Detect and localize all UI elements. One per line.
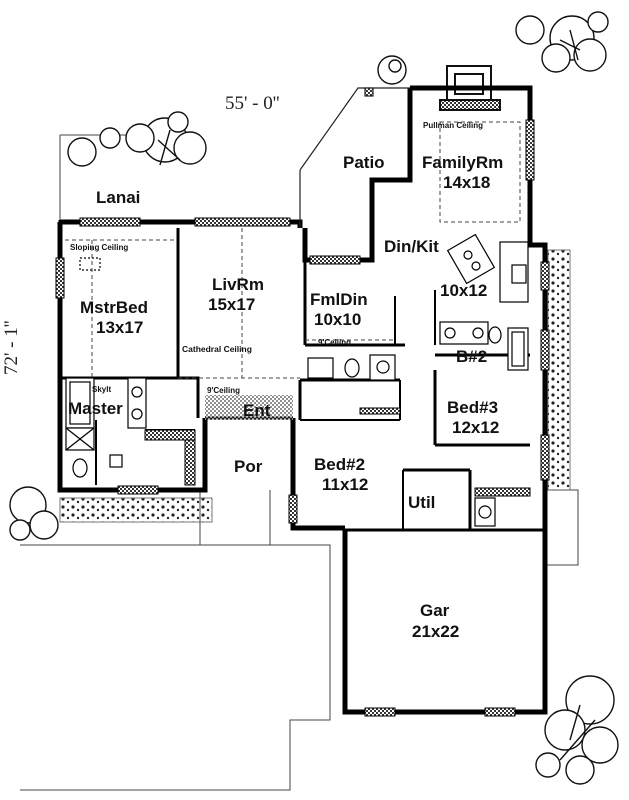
ceiling-lines	[65, 121, 521, 379]
room-lanai-label: Lanai	[96, 188, 140, 207]
tree-top-right	[515, 11, 609, 73]
site-lines	[20, 134, 579, 791]
room-patio-label: Patio	[343, 153, 385, 172]
room-bed3-size: 12x12	[452, 418, 499, 437]
room-master-bed-label: MstrBed	[80, 298, 148, 317]
tree-lanai	[67, 111, 207, 167]
stairs	[144, 429, 196, 486]
room-formal-dining-size: 10x10	[314, 310, 361, 329]
room-family-label: FamilyRm	[422, 153, 503, 172]
note-cathedral-ceiling: Cathedral Ceiling	[182, 344, 252, 354]
room-bath2-label: B#2	[456, 347, 487, 366]
trees	[9, 11, 619, 785]
room-master-bed-size: 13x17	[96, 318, 143, 337]
shrub-right	[547, 249, 571, 491]
room-entry-label: Ent	[243, 401, 271, 420]
room-utility-label: Util	[408, 493, 435, 512]
depth-dimension: 72' - 1''	[1, 320, 22, 375]
tree-small-top	[377, 55, 407, 85]
entry-floor	[205, 395, 293, 420]
note-nine-ceiling-din: 9'Ceiling	[318, 338, 351, 347]
room-living-label: LivRm	[212, 275, 264, 294]
room-garage-label: Gar	[420, 601, 450, 620]
room-bed3-label: Bed#3	[447, 398, 498, 417]
fixtures	[65, 233, 529, 527]
room-porch-label: Por	[234, 457, 263, 476]
patio-outline	[299, 87, 410, 228]
windows	[55, 119, 550, 717]
tree-left	[9, 486, 59, 541]
note-nine-ceiling-ent: 9'Ceiling	[207, 386, 240, 395]
note-sloping-ceiling: Sloping Ceiling	[70, 243, 128, 252]
room-din-kit-label: Din/Kit	[384, 237, 439, 256]
room-living-size: 15x17	[208, 295, 255, 314]
width-dimension: 55' - 0''	[225, 93, 280, 114]
room-garage-size: 21x22	[412, 622, 459, 641]
tree-bottom-right	[535, 675, 619, 785]
note-pullman-ceiling: Pullman Ceiling	[423, 121, 483, 130]
shrub-bottom-left	[59, 497, 213, 523]
note-skylite: Skylt	[92, 385, 111, 394]
room-din-kit-size: 10x12	[440, 281, 487, 300]
room-master-bath-label: Master	[68, 399, 123, 418]
room-family-size: 14x18	[443, 173, 490, 192]
room-formal-dining-label: FmlDin	[310, 290, 368, 309]
room-bed2-size: 11x12	[322, 475, 368, 494]
room-bed2-label: Bed#2	[314, 455, 365, 474]
exterior-walls	[57, 85, 548, 715]
